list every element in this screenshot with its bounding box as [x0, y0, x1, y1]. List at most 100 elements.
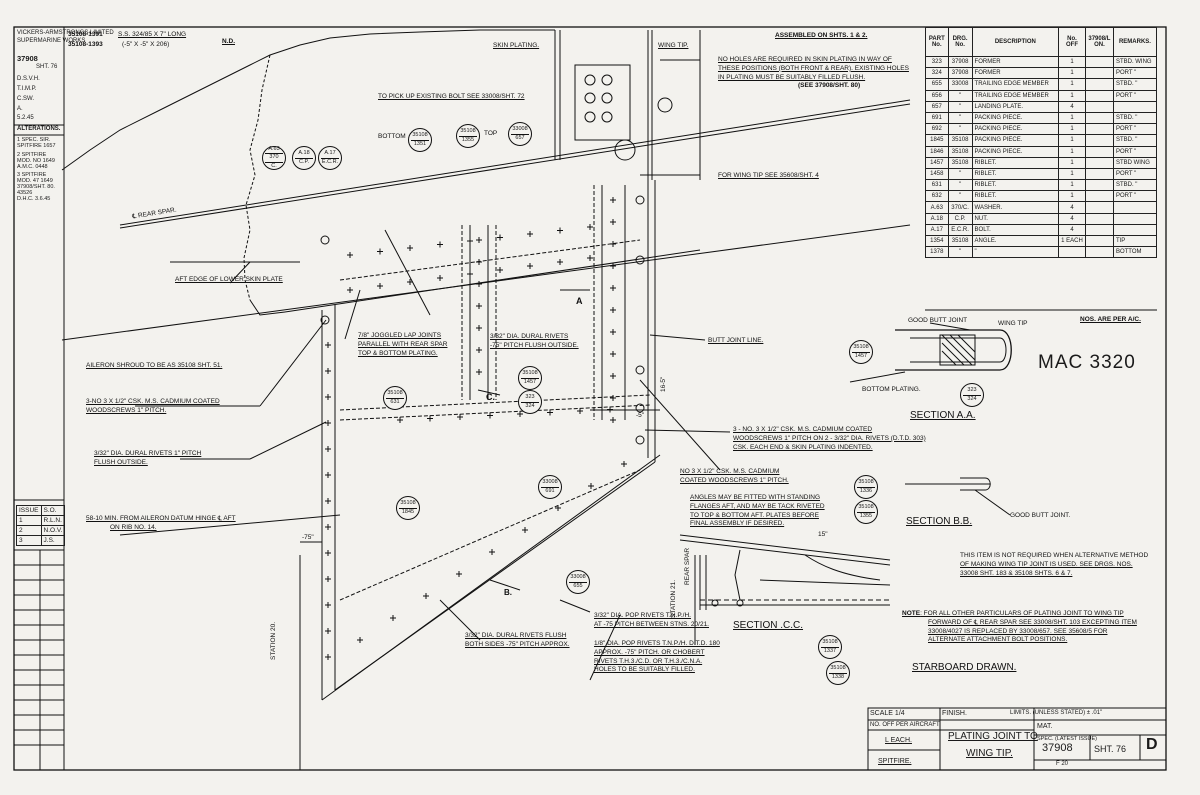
scale-label: SCALE	[870, 710, 893, 717]
rivet-mark	[607, 406, 613, 413]
bubble-text: 631	[390, 398, 400, 405]
so-head: S.O.	[40, 505, 66, 516]
parts-cell	[1058, 246, 1086, 259]
note-3: 33008/4027 IS REPLACED BY 33008/657. SEE…	[928, 627, 1108, 635]
rivet-mark	[325, 394, 331, 400]
parts-cell: RIBLET.	[971, 179, 1060, 192]
dural-1: 3/32" DIA. DURAL RIVETS	[490, 333, 569, 340]
rivet-mark	[325, 654, 331, 660]
woodscrews-1: 3-No 3 x 1/2" CSK. M.S. CADMIUM COATED	[86, 398, 220, 405]
parts-cell: A.17	[925, 223, 949, 237]
parts-cell: 1	[1058, 167, 1086, 181]
rivet-mark	[456, 571, 462, 577]
rivet-mark	[476, 325, 482, 331]
bubble-text: 1457	[854, 352, 868, 359]
parts-cell: PACKING PIECE.	[971, 123, 1060, 136]
scale-value: 1/4	[894, 710, 905, 717]
rivet-mark	[437, 241, 443, 248]
parts-cell: 324	[925, 67, 949, 80]
parts-cell: BOLT.	[971, 223, 1060, 237]
size-note-2: (-5" X -5" X 206)	[122, 41, 170, 48]
issue-2: 2	[16, 525, 42, 536]
note-pop-b: 1/8" DIA. POP RIVETS T.N.P./H. D.T.D. 18…	[594, 640, 720, 675]
rivet-mark	[390, 615, 396, 621]
parts-cell: 655	[925, 78, 949, 91]
rivet-mark	[347, 287, 353, 293]
parts-header-5: REMARKS.	[1112, 27, 1158, 57]
bubble-text: 35108	[858, 479, 874, 485]
nd-label: N.D.	[222, 38, 235, 45]
rivet-mark	[476, 303, 482, 309]
note-both-sides: 3/32" DIA. DURAL RIVETS FLUSH BOTH SIDES…	[465, 632, 570, 650]
alterations-title: ALTERATIONS.	[17, 126, 61, 132]
parts-cell: A.18	[925, 212, 949, 225]
rivet-mark	[325, 472, 331, 478]
title-aircraft: SPITFIRE.	[878, 758, 912, 765]
parts-header-2: DESCRIPTION	[971, 27, 1060, 57]
title-scale: SCALE 1/4	[870, 710, 905, 717]
strip-approved: A.	[17, 106, 23, 112]
parts-cell: WASHER.	[971, 201, 1060, 214]
parts-cell	[1084, 246, 1114, 259]
parts-cell: TIP	[1112, 234, 1158, 248]
note-flush: 3/32" DIA. DURAL RIVETS 1" PITCH FLUSH O…	[94, 450, 201, 468]
parts-cell: 1846	[925, 145, 949, 158]
parts-cell	[1084, 190, 1114, 203]
parts-cell: NUT.	[971, 212, 1060, 225]
parts-cell	[1112, 212, 1158, 225]
parts-cell: 35108	[947, 134, 973, 147]
parts-cell: BOTTOM	[1112, 246, 1158, 259]
alteration-2: 2 SPITFIRE	[17, 152, 47, 158]
bubble-text: A.63	[268, 145, 280, 152]
parts-cell: RIBLET.	[971, 190, 1060, 203]
parts-cell: 37908	[947, 67, 973, 80]
bubble-text: 35108	[858, 504, 874, 510]
label-skin-plating: SKIN PLATING.	[493, 42, 540, 49]
parts-cell: PORT "	[1112, 190, 1158, 203]
parts-cell: 1	[1058, 111, 1086, 125]
parts-row: 1378""BOTTOM	[925, 246, 1158, 259]
parts-cell: STBD WING	[1112, 156, 1158, 169]
rivet-mark	[325, 524, 331, 530]
bubble-text: A.17	[324, 150, 336, 156]
item-note-2: OF MAKING WING TIP JOINT IS USED. SEE DR…	[960, 560, 1133, 568]
nos-1: No 3 x 1/2" CSK. M.S. CADMIUM	[680, 468, 780, 475]
rivet-mark	[610, 219, 616, 225]
rivet-mark	[325, 628, 331, 634]
bubble-text: 370	[269, 154, 279, 161]
parts-cell: PACKING PIECE.	[971, 134, 1060, 147]
rivet-mark	[587, 255, 593, 261]
parts-cell: 1	[1058, 190, 1086, 203]
issue-3-so: J.S.	[40, 535, 66, 546]
parts-cell: 1457	[925, 156, 949, 169]
parts-cell: 35108	[947, 145, 973, 158]
parts-cell	[1084, 201, 1114, 214]
issue-1: 1	[16, 515, 42, 526]
note-pop-a: 3/32" DIA. POP RIVETS T.N.P./H. AT -75 P…	[594, 612, 709, 630]
starboard-drawn: STARBOARD DRAWN.	[912, 662, 1017, 673]
bubble-text: 1457	[523, 378, 537, 385]
pop-6: HOLES TO BE SUITABLY FILLED.	[594, 666, 695, 674]
label-for-wing-tip: FOR WING TIP SEE 35608/SHT. 4	[718, 172, 819, 179]
label-aft-edge: AFT EDGE OF LOWER SKIN PLATE	[175, 276, 283, 283]
angles-1: ANGLES MAY BE FITTED WITH STANDING	[690, 494, 821, 501]
bubble-text: 1338	[831, 673, 845, 680]
rivet-mark	[325, 602, 331, 608]
alteration-2c: A.M.C. 0448	[17, 164, 48, 170]
rivet-mark	[547, 409, 553, 416]
parts-cell	[1084, 123, 1114, 136]
